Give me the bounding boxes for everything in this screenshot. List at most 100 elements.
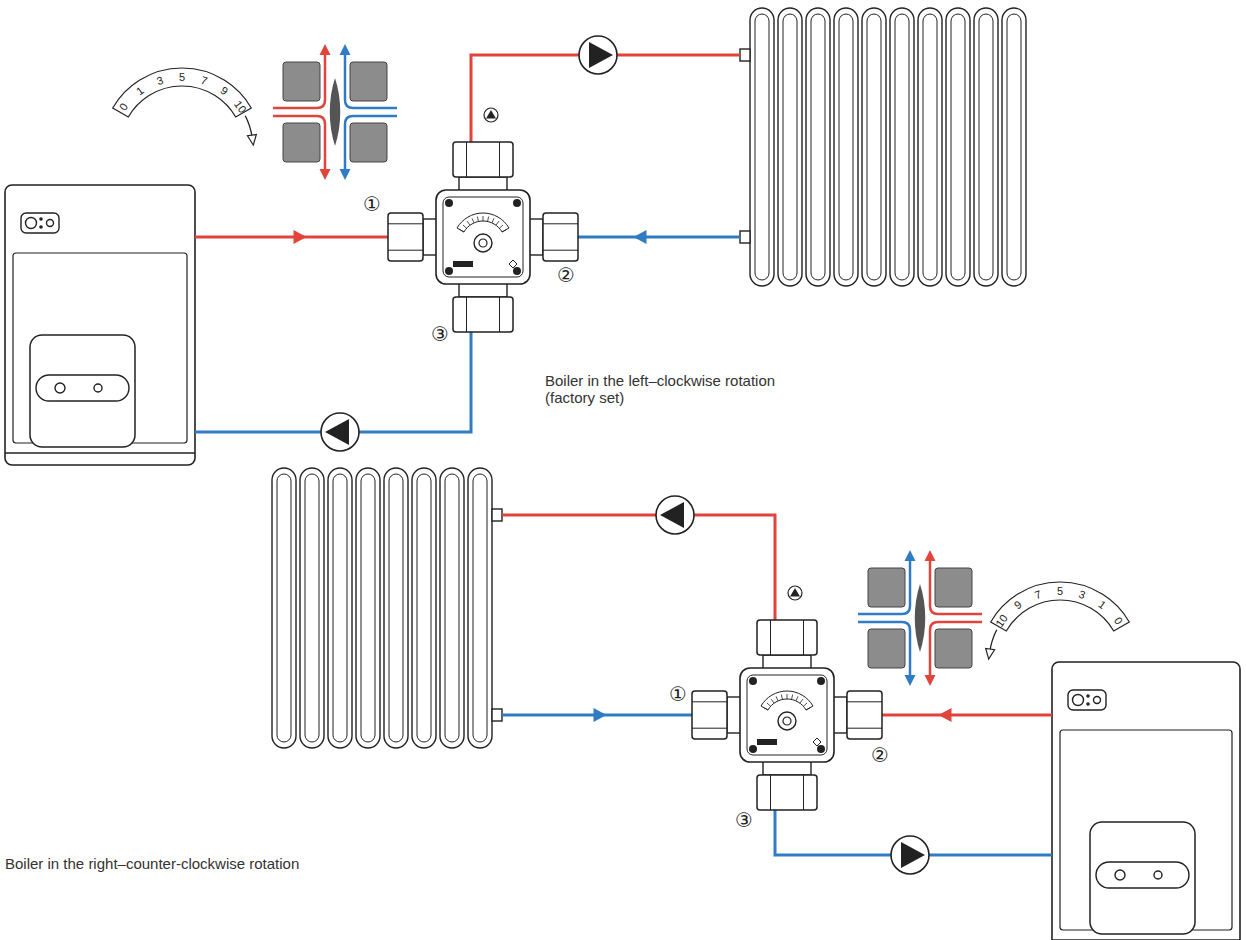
display-frame xyxy=(21,213,59,233)
scale-number: 10 xyxy=(994,613,1010,629)
radiator-connector xyxy=(492,509,502,521)
valve-face xyxy=(443,197,523,277)
valve-screw xyxy=(513,267,521,275)
scale-number: 9 xyxy=(1012,599,1023,611)
scale-number: 7 xyxy=(200,74,209,86)
burner-port xyxy=(55,383,65,393)
flow-direction-symbol xyxy=(484,108,498,122)
pump-symbol xyxy=(656,496,694,534)
radiator xyxy=(272,468,502,748)
scale-number: 3 xyxy=(1078,588,1087,600)
callout-number: ② xyxy=(557,265,575,285)
pipe xyxy=(882,714,1052,717)
boiler-base xyxy=(1052,939,1240,940)
valve-scale-tick xyxy=(496,221,499,225)
flow-direction-triangle xyxy=(790,588,800,597)
pipe xyxy=(578,236,740,239)
radiator-section-inner xyxy=(277,474,291,742)
display-knob xyxy=(1073,695,1084,706)
pump-impeller xyxy=(901,842,925,868)
port-neck xyxy=(459,177,507,191)
radiator-section xyxy=(440,468,464,748)
valve-scale-tick xyxy=(467,221,470,225)
valve-scale xyxy=(457,213,509,232)
pump-casing xyxy=(656,496,694,534)
nut-face xyxy=(467,297,500,332)
flow-direction-symbol xyxy=(788,586,802,600)
port-nut xyxy=(388,213,423,261)
valve-scale-tick xyxy=(803,703,807,706)
nut-face xyxy=(771,620,804,655)
radiator-section-inner xyxy=(305,474,319,742)
valve-port xyxy=(388,213,437,261)
valve-scale-tick xyxy=(771,699,774,703)
valve-rotor xyxy=(915,584,926,652)
valve-screw xyxy=(445,267,453,275)
valve-port xyxy=(453,283,513,332)
radiator-section xyxy=(328,468,352,748)
burner-port xyxy=(1154,871,1162,879)
radiator-section-inner xyxy=(755,14,769,280)
valve-body xyxy=(436,190,530,284)
port-nut xyxy=(757,775,817,810)
pump-casing xyxy=(579,36,617,74)
flow-arrowhead xyxy=(634,230,647,244)
valve-port xyxy=(529,213,578,261)
flow-direction-ring xyxy=(484,108,498,122)
pump-casing xyxy=(321,413,359,451)
burner-tube xyxy=(36,375,129,401)
valve-diamond xyxy=(813,738,821,746)
radiator-section xyxy=(834,8,858,286)
nut-face xyxy=(692,702,727,728)
valve-scale-tick xyxy=(502,230,506,233)
radiator-section-inner xyxy=(473,474,487,742)
valve-section-symbol xyxy=(273,44,397,180)
caption: Boiler in the right–counter-clockwise ro… xyxy=(5,855,299,872)
radiator-section-inner xyxy=(1007,14,1021,280)
radiator-section-inner xyxy=(445,474,459,742)
radiator xyxy=(740,8,1026,286)
flow-path xyxy=(858,622,910,676)
flow-direction-ring xyxy=(788,586,802,600)
valve-port xyxy=(757,761,817,810)
radiator-section-inner xyxy=(979,14,993,280)
valve-housing xyxy=(283,62,320,101)
flow-path xyxy=(858,560,910,614)
valve-housing xyxy=(935,568,972,607)
callout-number: ③ xyxy=(735,810,753,830)
valve-port xyxy=(453,142,513,191)
nut-face xyxy=(467,142,500,177)
valve-housing xyxy=(935,629,972,668)
radiator-section xyxy=(806,8,830,286)
flow-arrowhead xyxy=(340,169,351,180)
scale-number: 0 xyxy=(1112,616,1125,627)
valve-mark xyxy=(453,261,473,267)
flow-arrowhead xyxy=(905,550,916,561)
valve-scale-tick xyxy=(477,217,478,222)
port-neck xyxy=(459,283,507,297)
mixing-valve xyxy=(388,142,578,332)
display-lamp xyxy=(1094,697,1101,704)
valve-scale-tick xyxy=(492,218,494,223)
burner-port xyxy=(94,384,102,392)
port-nut xyxy=(847,691,882,739)
port-nut xyxy=(757,620,817,655)
valve-port xyxy=(692,691,741,739)
radiator-section xyxy=(300,468,324,748)
flow-arrowhead xyxy=(294,230,307,244)
caption: Boiler in the left–clockwise rotation (f… xyxy=(545,372,807,407)
radiator-section-inner xyxy=(389,474,403,742)
scale-number: 9 xyxy=(219,85,230,97)
valve-scale-tick xyxy=(787,694,788,699)
port-nut xyxy=(453,142,513,177)
radiator-section xyxy=(890,8,914,286)
burner-port xyxy=(1115,870,1125,880)
radiator-section xyxy=(974,8,998,286)
scale-number: 1 xyxy=(1097,599,1108,611)
flow-direction-triangle xyxy=(486,110,496,119)
scale-number: 5 xyxy=(1057,586,1063,597)
port-neck xyxy=(763,761,811,775)
valve-section-symbol xyxy=(858,550,982,686)
radiator-section xyxy=(778,8,802,286)
